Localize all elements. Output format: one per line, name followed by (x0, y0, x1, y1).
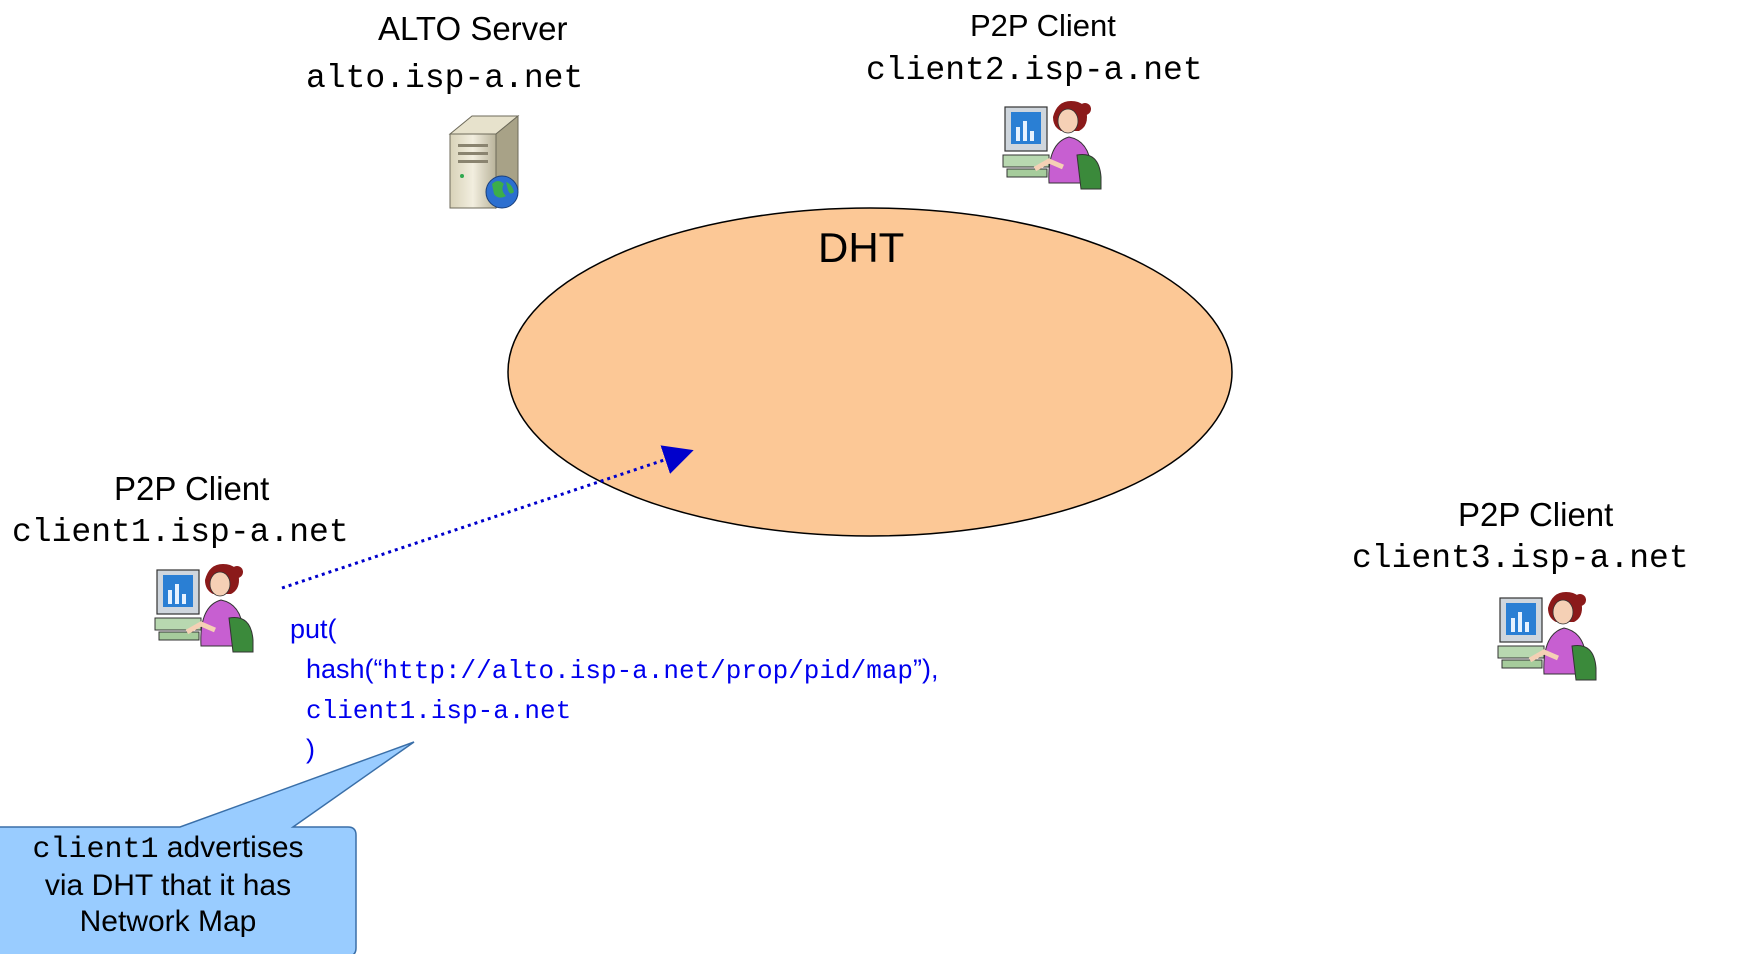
callout-bubble (0, 741, 415, 954)
client2-host: client2.isp-a.net (866, 52, 1203, 89)
callout-text: client1 advertises via DHT that it has N… (0, 830, 344, 940)
put-arrow (281, 445, 694, 590)
client3-title: P2P Client (1458, 496, 1614, 533)
put-message-line2: hash(“http://alto.isp-a.net/prop/pid/map… (306, 654, 939, 686)
user-at-computer-icon (154, 564, 254, 653)
user-at-computer-icon (1002, 101, 1102, 190)
put-message-line4: ) (306, 734, 315, 764)
client1-host: client1.isp-a.net (12, 514, 349, 551)
alto-server-title: ALTO Server (378, 10, 568, 47)
callout-line1: client1 advertises (32, 831, 304, 867)
callout-line3: Network Map (79, 905, 257, 938)
client2-title: P2P Client (970, 8, 1116, 43)
alto-server-host: alto.isp-a.net (306, 60, 584, 97)
client3-host: client3.isp-a.net (1352, 540, 1689, 577)
client1-title: P2P Client (114, 470, 270, 507)
user-at-computer-icon (1497, 592, 1597, 681)
callout-line2: via DHT that it has (44, 869, 292, 902)
server-globe-icon (448, 114, 520, 210)
put-message-line1: put( (290, 614, 337, 644)
put-message-url: http://alto.isp-a.net/prop/pid/map (382, 656, 914, 686)
put-message-line3: client1.isp-a.net (306, 696, 572, 726)
dht-label: DHT (818, 224, 905, 271)
